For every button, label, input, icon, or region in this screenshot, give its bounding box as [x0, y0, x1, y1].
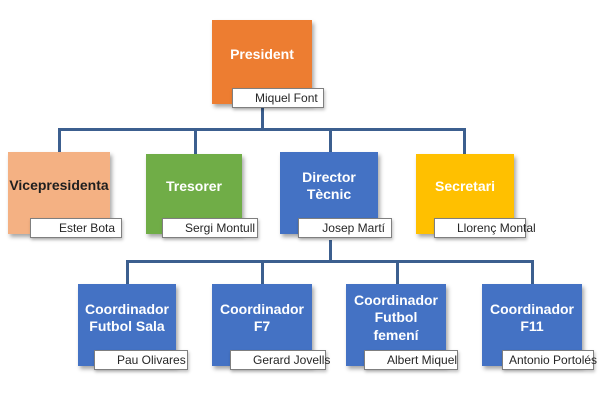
director-tecnic-name: Josep Martí: [298, 218, 392, 238]
secretari-title: Secretari: [435, 178, 495, 195]
connector-to-tresorer: [194, 128, 197, 154]
coord-f7-title: Coordinador F7: [220, 300, 304, 335]
connector-level3-horizontal: [126, 260, 534, 263]
connector-to-coord-futbol-sala: [126, 260, 129, 284]
coord-futbol-femeni-name: Albert Miquel: [364, 350, 458, 370]
coord-f11-name: Antonio Portolés: [502, 350, 597, 370]
coord-f7-name: Gerard Jovells: [230, 350, 330, 370]
connector-to-coord-futbol-femeni: [396, 260, 399, 284]
connector-president-down: [261, 108, 264, 130]
connector-to-coord-f7: [261, 260, 264, 284]
tresorer-title: Tresorer: [165, 178, 223, 195]
coord-futbol-sala-name: Pau Olivares: [94, 350, 188, 370]
coord-futbol-femeni-title: Coordinador Futbol femení: [354, 291, 438, 343]
vicepresidenta-name: Ester Bota: [30, 218, 122, 238]
director-tecnic-title: Director Tècnic: [302, 168, 356, 203]
president-title: President: [230, 46, 294, 63]
connector-to-secretari: [463, 128, 466, 154]
connector-to-vicepresidenta: [58, 128, 61, 152]
tresorer-name: Sergi Montull: [162, 218, 258, 238]
connector-director-down: [329, 240, 332, 262]
connector-to-coord-f11: [531, 260, 534, 284]
coord-futbol-sala-title: Coordinador Futbol Sala: [85, 300, 169, 335]
coord-f11-title: Coordinador F11: [490, 300, 574, 335]
connector-level2-horizontal: [58, 128, 466, 131]
president-name: Miquel Font: [232, 88, 324, 108]
connector-to-director: [329, 128, 332, 152]
vicepresidenta-title: Vicepresidenta: [9, 177, 109, 194]
secretari-name: Llorenç Montal: [434, 218, 536, 238]
